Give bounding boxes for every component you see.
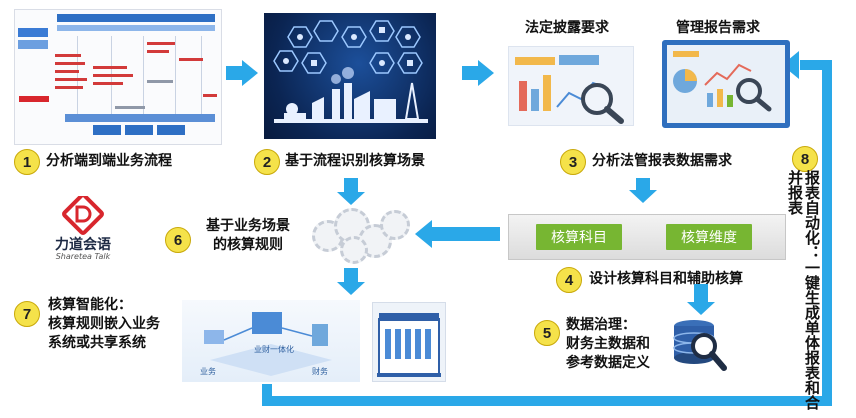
shared-service-building-image (372, 302, 446, 382)
arrow-2-to-3-head (478, 60, 494, 86)
business-finance-integration-image: 业务 业财一体化 财务 (182, 300, 360, 382)
step-1-number: 1 (14, 149, 40, 175)
step-7-label: 核算智能化： 核算规则嵌入业务 系统或共享系统 (48, 297, 160, 351)
step-2-label: 基于流程识别核算场景 (285, 153, 425, 169)
arrow-4-to-6-head (415, 220, 432, 248)
database-search-icon (670, 318, 728, 372)
arrow-3-to-4 (636, 178, 650, 190)
arrow-1-to-2 (226, 66, 242, 80)
arrow-4-to-6 (432, 227, 500, 241)
loop-connector-left (262, 384, 272, 406)
arrow-2-to-6 (344, 178, 358, 192)
logo-mark-icon (62, 193, 104, 235)
iso-label-finance: 财务 (312, 367, 328, 376)
step-6-label: 基于业务场景 的核算规则 (206, 218, 290, 253)
brand-logo: 力道会语 Sharetea Talk (48, 193, 118, 262)
legal-disclosure-title: 法定披露要求 (525, 20, 609, 36)
step-8-label: 报表自动化：一键生成单体报表和合并报表 (786, 170, 821, 410)
step-5-label: 数据治理： 财务主数据和 参考数据定义 (566, 317, 650, 371)
step-5-number: 5 (534, 320, 560, 346)
arrow-4-to-5-head (687, 302, 715, 315)
step-6-number: 6 (165, 227, 191, 253)
logo-subtitle: Sharetea Talk (55, 252, 111, 261)
arrow-3-to-4-head (629, 190, 657, 203)
step-7-number: 7 (14, 301, 40, 327)
arrow-6-to-7 (344, 268, 358, 282)
arrow-4-to-5 (694, 284, 708, 302)
arrow-2-to-6-head (337, 192, 365, 205)
management-report-image (662, 40, 790, 128)
accounting-subjects-tag: 核算科目 (536, 224, 622, 250)
iso-label-integration: 业财一体化 (254, 345, 294, 354)
iso-label-business: 业务 (200, 367, 216, 376)
step-2-number: 2 (254, 149, 280, 175)
management-report-title: 管理报告需求 (676, 20, 760, 36)
legal-report-image (508, 46, 634, 126)
step-3-label: 分析法管报表数据需求 (592, 153, 732, 169)
step-8-number: 8 (792, 146, 818, 172)
arrow-2-to-3 (462, 66, 478, 80)
industry-scene-image (264, 13, 436, 139)
step-3-number: 3 (560, 149, 586, 175)
logo-name: 力道会语 (55, 237, 111, 253)
loop-connector-right (822, 66, 832, 405)
step-1-label: 分析端到端业务流程 (46, 153, 172, 169)
arrow-1-to-2-head (242, 60, 258, 86)
arrow-6-to-7-head (337, 282, 365, 295)
step-4-label: 设计核算科目和辅助核算 (589, 271, 743, 287)
accounting-dimensions-tag: 核算维度 (666, 224, 752, 250)
step-4-number: 4 (556, 267, 582, 293)
loop-connector-bottom (262, 396, 832, 406)
process-flow-image (14, 9, 222, 145)
rules-gears-image (306, 206, 410, 264)
loop-connector-top (800, 60, 832, 70)
